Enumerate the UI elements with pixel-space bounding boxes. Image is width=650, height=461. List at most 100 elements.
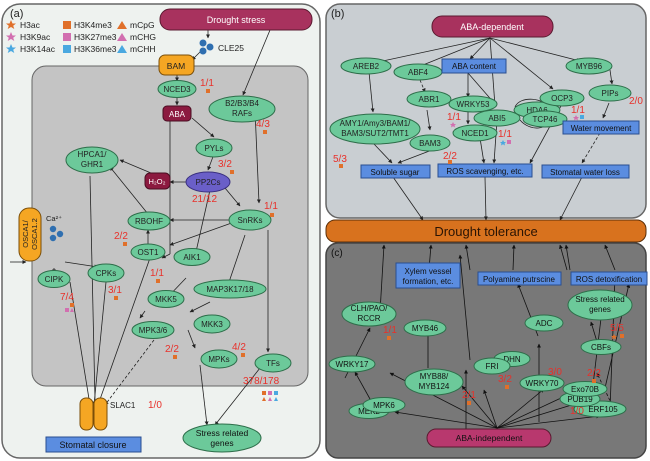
- rafs-node: [208, 95, 276, 123]
- mpks-node: [200, 349, 238, 369]
- h3k4me3-mark-icon: [387, 336, 391, 340]
- legend-label: H3K36me3: [74, 44, 117, 54]
- legend-triangle-icon: [117, 21, 127, 29]
- aik1-label: AIK1: [183, 253, 201, 262]
- drought-stress-label: Drought stress: [207, 15, 266, 25]
- mkk3-label: MKK3: [201, 320, 223, 329]
- abi5-node: [473, 109, 521, 127]
- xylem-label-line1: Xylem vessel: [404, 267, 451, 276]
- count-myb88: 2/1: [462, 390, 476, 401]
- count-wrky70: 3/0: [548, 367, 562, 378]
- adc-label: ADC: [536, 319, 553, 328]
- osca-channel-node: [18, 207, 42, 262]
- count-ost1: 1/1: [150, 268, 164, 279]
- cbfs-label: CBFs: [591, 343, 611, 352]
- count-mpks: 4/2: [232, 342, 246, 353]
- h3ac-mark-icon: [611, 334, 617, 340]
- legend-label: mCpG: [130, 20, 155, 30]
- erf105-label: ERF105: [588, 405, 618, 414]
- h3k4me3-mark-icon: [230, 170, 234, 174]
- clh-node: [341, 301, 397, 327]
- legend-square-icon: [63, 45, 71, 53]
- h3k4me3-mark-icon: [263, 130, 267, 134]
- wrky53-label: WRKY53: [457, 100, 490, 109]
- aba-content-box: [441, 58, 507, 74]
- hpca1-node: [65, 146, 119, 174]
- myb46-node: [403, 319, 447, 337]
- snrks-label: SnRKs: [238, 216, 263, 225]
- hpca1-label-line1: HPCA1/: [78, 150, 108, 159]
- legend-triangle-icon: [117, 45, 127, 53]
- calcium-ions-icon: [49, 225, 64, 242]
- count-wrky53: 1/1: [447, 112, 461, 123]
- aba-content-label: ABA content: [452, 62, 497, 71]
- count-slac1: 1/0: [148, 400, 162, 411]
- abr1-label: ABR1: [419, 95, 440, 104]
- pyls-node: [195, 138, 233, 158]
- myb96-node: [565, 57, 613, 75]
- tfs-label: TFs: [266, 359, 280, 368]
- areb2-label: AREB2: [353, 62, 380, 71]
- h3k4me3-mark-icon: [241, 353, 245, 357]
- ost1-label: OST1: [138, 248, 159, 257]
- osca-label-line2: OSCA1.2: [30, 218, 39, 250]
- tfs-node: [254, 353, 292, 373]
- stress-genes-node-c: [567, 289, 633, 321]
- count-nced3: 1/1: [200, 78, 214, 89]
- cbfs-node: [580, 339, 622, 355]
- cle25-peptide-icon: [199, 39, 214, 55]
- myb88-node: [404, 368, 464, 396]
- count-ocp3: 1/1: [571, 105, 585, 116]
- abi5-label: ABI5: [488, 114, 506, 123]
- legend-label: mCHG: [130, 32, 156, 42]
- stomatal-water-loss-label: Stomatal water loss: [550, 168, 620, 177]
- bam3-node: [409, 134, 451, 152]
- stomatal-closure-box: [45, 436, 142, 453]
- hpca1-label-line2: GHR1: [81, 160, 104, 169]
- count-stress-genes: 5/5: [610, 323, 624, 334]
- tcp46-label: TCP46: [533, 115, 558, 124]
- cpks-node: [87, 263, 125, 283]
- myb96-label: MYB96: [576, 62, 603, 71]
- mek2-label: MEK2: [358, 407, 380, 416]
- h3k4me3-mark-icon: [620, 334, 624, 338]
- count-amy: 5/3: [333, 154, 347, 165]
- drought-tolerance-label: Drought tolerance: [434, 224, 537, 239]
- h3k4me3-mark-icon: [505, 385, 509, 389]
- water-movement-label: Water movement: [571, 124, 632, 133]
- mpk6-node: [362, 397, 406, 413]
- h3k4me3-mark-icon: [262, 391, 266, 395]
- rbohf-label: RBOHF: [135, 217, 163, 226]
- bam-label: BAM: [167, 61, 185, 71]
- wrky53-node: [448, 95, 498, 113]
- h3k9ac-mark-icon: [450, 122, 456, 128]
- slac1-label: SLAC1: [110, 401, 136, 410]
- h3k4me3-mark-icon: [467, 401, 471, 405]
- drought-stress-node: [159, 8, 313, 31]
- stress-genes-c-line2: genes: [589, 305, 611, 314]
- amy-label-line1: AMY1/Amy3/BAM1/: [340, 119, 411, 128]
- aba-label: ABA: [169, 110, 186, 119]
- h3k4me3-mark-icon: [339, 164, 343, 168]
- xylem-vessel-box: [395, 262, 461, 289]
- count-cipk: 7/4: [60, 292, 74, 303]
- bam-node: [158, 54, 195, 76]
- snrks-node: [228, 209, 272, 231]
- xylem-label-line2: formation, etc.: [403, 277, 454, 286]
- aik1-node: [173, 248, 211, 266]
- areb2-node: [340, 57, 392, 75]
- stress-genes-a-line1: Stress related: [196, 428, 249, 438]
- panel-a-epigenetic-marks: [65, 89, 278, 401]
- dhn-label: DHN: [503, 355, 521, 364]
- soluble-sugar-label: Soluble sugar: [371, 168, 420, 177]
- h3k4me3-mark-icon: [70, 303, 74, 307]
- panel-c-label: (c): [331, 248, 343, 259]
- exo70b-label: Exo70B: [571, 385, 599, 394]
- h3k4me3-mark-icon: [448, 160, 452, 164]
- legend-label: H3ac: [20, 20, 41, 30]
- pub19-label: PUB19: [567, 395, 593, 404]
- aba-dependent-node: [431, 15, 554, 38]
- map3k-label: MAP3K17/18: [206, 285, 254, 294]
- ros-scavenging-label: ROS scavenging, etc.: [446, 167, 523, 176]
- legend-label: H3K14ac: [20, 44, 56, 54]
